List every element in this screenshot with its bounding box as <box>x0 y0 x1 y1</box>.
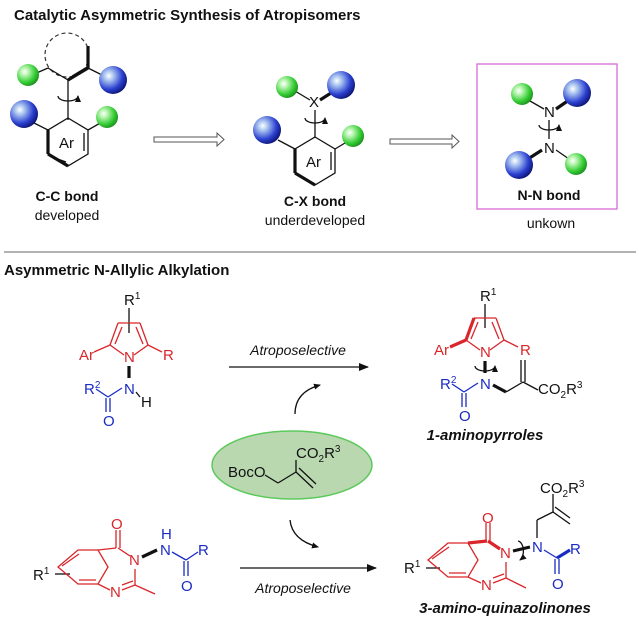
section1-title: Catalytic Asymmetric Synthesis of Atropi… <box>14 7 361 24</box>
blue-sphere-icon <box>563 79 591 107</box>
amide-n: N <box>124 381 135 398</box>
ar-label: Ar <box>434 342 449 359</box>
transition-arrow-icon <box>389 133 460 150</box>
r1-label: R1 <box>480 287 497 305</box>
r1-label: R1 <box>404 559 421 577</box>
bond-label: N-N bond <box>518 187 581 203</box>
r-label: R <box>570 541 581 558</box>
amide-o: O <box>552 576 564 593</box>
nn-bond-atropisomer: N N N-N bond unkown <box>476 63 618 231</box>
ketone-o: O <box>482 510 494 527</box>
n3-atom: N <box>500 545 511 562</box>
r1-label: R1 <box>124 291 141 309</box>
bond-label: C-X bond <box>284 193 346 209</box>
pyrrole-substrate: R1 N Ar R N H R2 O <box>79 291 174 430</box>
amide-h: H <box>141 394 152 411</box>
boco-label: BocO <box>228 464 266 481</box>
n3-atom: N <box>129 552 140 569</box>
highlight-box <box>476 63 618 210</box>
green-sphere-icon <box>511 83 533 105</box>
arrow-label: Atroposelective <box>249 342 346 358</box>
r2-label: R2 <box>84 380 101 398</box>
ketone-o: O <box>111 516 123 533</box>
status-label: unkown <box>527 215 575 231</box>
green-sphere-icon <box>565 153 587 175</box>
rotation-arrow-icon <box>304 117 328 125</box>
ester-label: CO2R3 <box>538 380 583 401</box>
r1-label: R1 <box>33 566 50 584</box>
ester-label: CO2R3 <box>540 479 585 500</box>
bond-label: C-C bond <box>36 188 99 204</box>
amide-o: O <box>181 578 193 595</box>
n1-atom: N <box>110 584 121 601</box>
allylic-carbonate-reagent: BocO CO2R3 <box>211 430 373 500</box>
blue-sphere-icon <box>10 100 38 128</box>
amide-n: N <box>532 539 543 556</box>
carbonyl-o: O <box>103 413 115 430</box>
amide-h: H <box>161 526 172 543</box>
blue-sphere-icon <box>253 116 281 144</box>
r-label: R <box>198 542 209 559</box>
r2-label: R2 <box>440 375 457 393</box>
n-atom-top: N <box>544 104 555 121</box>
rotation-arrow-icon <box>538 124 562 132</box>
blue-sphere-icon <box>327 71 355 99</box>
quinazolinone-substrate: R1 O N N N H R O <box>33 516 209 601</box>
x-atom: X <box>309 94 319 111</box>
cx-bond-atropisomer: X Ar C-X bond underdeveloped <box>253 71 365 228</box>
green-sphere-icon <box>276 76 298 98</box>
rotation-arrow-icon <box>57 95 81 103</box>
reagent-arrow-icon <box>294 383 321 415</box>
r-label: R <box>520 342 531 359</box>
transition-arrow-icon <box>153 131 225 148</box>
amide-n: N <box>160 542 171 559</box>
amide-n: N <box>480 376 491 393</box>
n1-atom: N <box>481 577 492 594</box>
carbonyl-o: O <box>459 408 471 425</box>
green-sphere-icon <box>17 64 39 86</box>
reagent-highlight <box>211 430 373 500</box>
pyrrole-n: N <box>124 349 135 366</box>
arrow-label: Atroposelective <box>254 580 351 596</box>
n-atom-bottom: N <box>544 140 555 157</box>
green-sphere-icon <box>342 125 364 147</box>
rotation-arrow-icon <box>517 540 527 561</box>
rotation-arrow-icon <box>474 365 498 373</box>
pyrrole-n: N <box>480 344 491 361</box>
blue-sphere-icon <box>99 66 127 94</box>
cc-bond-atropisomer: Ar C-C bond developed <box>10 32 127 223</box>
ester-label: CO2R3 <box>296 444 341 465</box>
ring-label: Ar <box>59 135 74 152</box>
r-label: R <box>163 347 174 364</box>
aminopyrrole-product: R1 N Ar R N R2 O CO2R3 1-aminopyrroles <box>427 287 583 444</box>
ring-label: Ar <box>306 154 321 171</box>
ar-label: Ar <box>79 347 94 364</box>
section2-title: Asymmetric N-Allylic Alkylation <box>4 262 229 279</box>
product-name: 3-amino-quinazolinones <box>419 600 591 617</box>
status-label: underdeveloped <box>265 212 365 228</box>
reagent-arrow-icon <box>289 519 319 549</box>
green-sphere-icon <box>96 106 118 128</box>
status-label: developed <box>35 207 100 223</box>
product-name: 1-aminopyrroles <box>427 427 544 444</box>
aminoquinazolinone-product: R1 O N N N CO2R3 R O 3-amino-quinazolino… <box>404 479 591 617</box>
blue-sphere-icon <box>505 151 533 179</box>
